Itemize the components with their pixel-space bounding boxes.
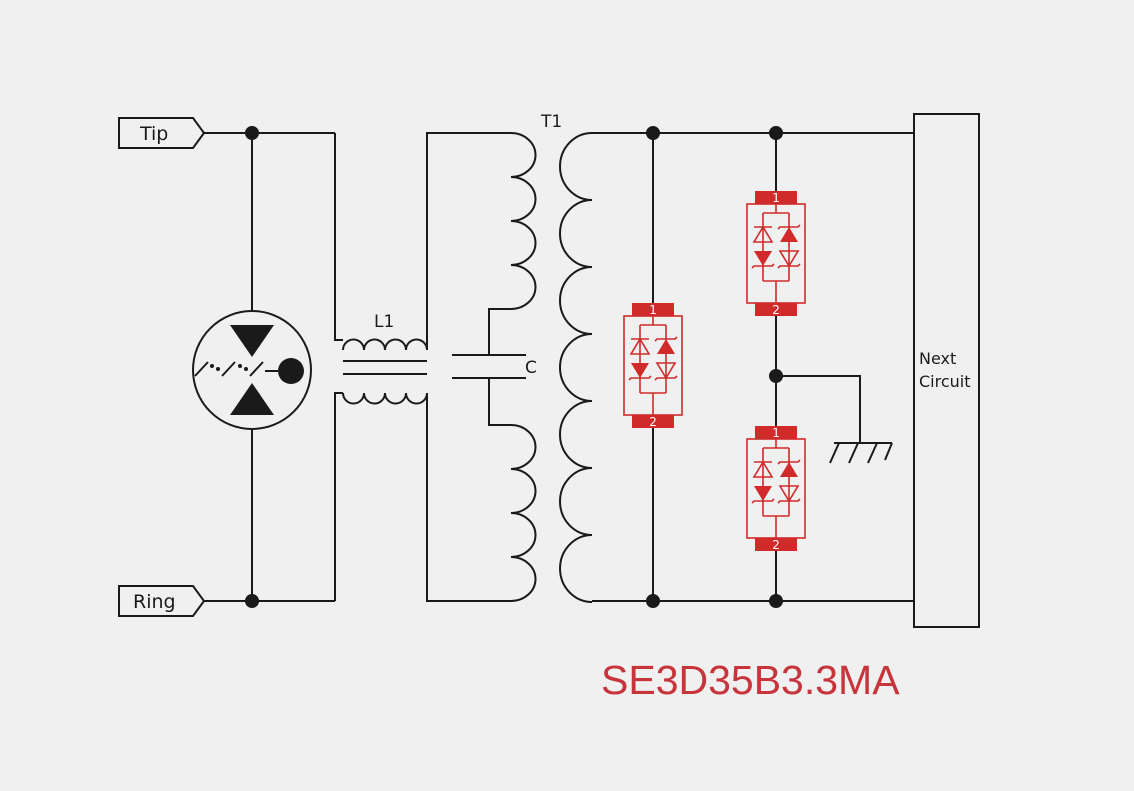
tvs-pin-bottom: 2 bbox=[649, 415, 657, 429]
capacitor-label: C bbox=[525, 358, 537, 378]
tvs-pin-bottom: 2 bbox=[772, 538, 780, 552]
tip-label: Tip bbox=[139, 123, 168, 145]
inductor-label: L1 bbox=[374, 312, 394, 332]
next-circuit-label-line1: Next bbox=[919, 349, 956, 368]
junction-dot bbox=[769, 126, 783, 140]
junction-dot bbox=[245, 126, 259, 140]
next-circuit-block: Next Circuit bbox=[913, 113, 980, 628]
transformer-primary bbox=[488, 132, 537, 602]
transformer-label: T1 bbox=[540, 112, 562, 132]
junction-dot bbox=[769, 594, 783, 608]
gas-discharge-tube-icon bbox=[192, 310, 312, 430]
transformer-secondary: T1 bbox=[540, 112, 593, 603]
next-circuit-label-line2: Circuit bbox=[919, 372, 971, 391]
tvs-device-3: 1 2 bbox=[746, 426, 806, 552]
tvs-pin-top: 1 bbox=[772, 426, 780, 440]
input-wiring bbox=[204, 126, 343, 608]
tvs-pin-top: 1 bbox=[649, 303, 657, 317]
junction-dot bbox=[245, 594, 259, 608]
inductor-l1: L1 bbox=[342, 132, 511, 602]
ring-connector: Ring bbox=[118, 585, 206, 617]
junction-dot bbox=[646, 126, 660, 140]
ground-icon bbox=[829, 442, 893, 464]
tvs-pin-bottom: 2 bbox=[772, 303, 780, 317]
tvs-device-2: 1 2 bbox=[746, 191, 806, 317]
part-number: SE3D35B3.3MA bbox=[601, 657, 900, 703]
junction-dot bbox=[646, 594, 660, 608]
tvs-device-1: 1 2 bbox=[623, 303, 683, 429]
output-wiring bbox=[592, 126, 914, 608]
ring-label: Ring bbox=[133, 591, 176, 613]
tvs-pin-top: 1 bbox=[772, 191, 780, 205]
capacitor-c: C bbox=[452, 354, 537, 379]
tip-connector: Tip bbox=[118, 117, 206, 149]
